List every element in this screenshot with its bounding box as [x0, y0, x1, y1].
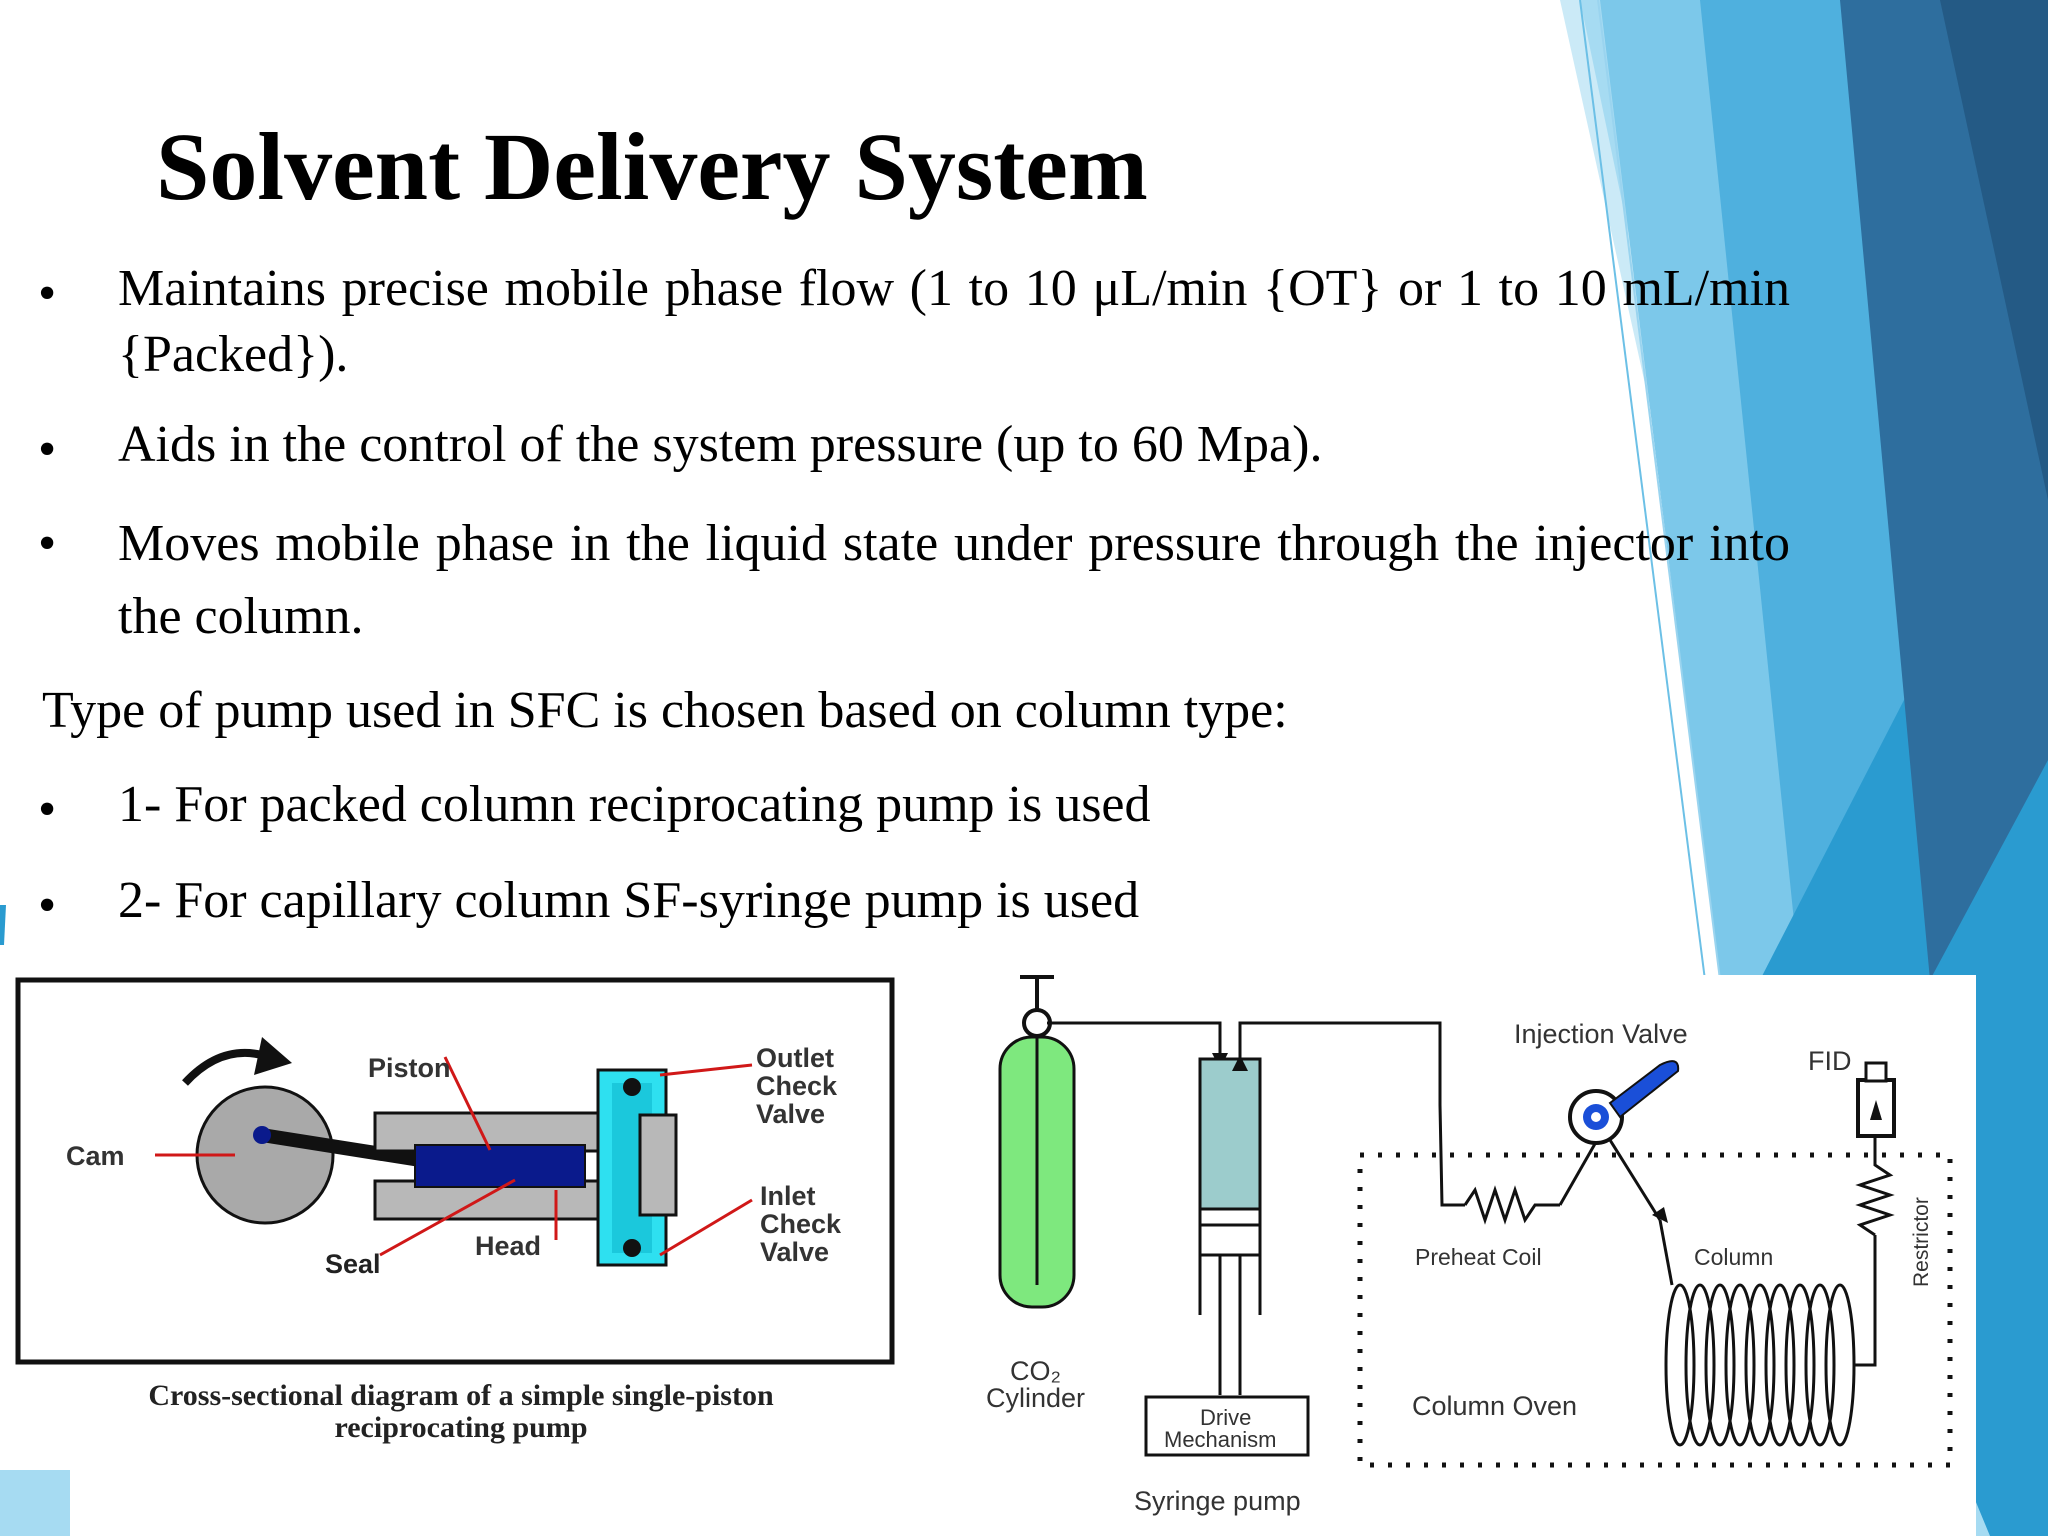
label-cam: Cam [66, 1141, 125, 1171]
label-co2: CO₂ [1010, 1356, 1061, 1386]
cam-arrow-head [254, 1037, 292, 1075]
label-column-oven: Column Oven [1412, 1391, 1577, 1421]
line-to-column [1608, 1139, 1662, 1221]
bullet-text-moves: Moves mobile phase in the liquid state u… [118, 515, 1790, 645]
label-inlet-2: Check [760, 1209, 842, 1239]
pump-outlet-line [1238, 1021, 1465, 1207]
bullet-marker: • [38, 265, 57, 322]
label-restrictor: Restrictor [1910, 1197, 1933, 1287]
pump-caption-line-2: reciprocating pump [334, 1411, 588, 1444]
drive-mechanism-box [1144, 1395, 1310, 1457]
bullet-text-packed-pump: 1- For packed column reciprocating pump … [118, 776, 1151, 833]
label-column: Column [1694, 1244, 1773, 1270]
connecting-rod [255, 1128, 427, 1167]
column-inlet [1658, 1219, 1674, 1286]
label-outlet-2: Check [756, 1071, 838, 1101]
bullet-text-pressure: Aids in the control of the system pressu… [118, 416, 1323, 473]
bullet-marker: • [38, 877, 57, 934]
sfc-system-diagram: CO₂ Cylinder Drive Mechanism Syringe pum… [920, 975, 1976, 1536]
syringe-barrel [1198, 1057, 1262, 1211]
outlet-check-ball [623, 1078, 641, 1096]
leader-piston [443, 1056, 492, 1151]
bg-line-1 [1579, 0, 1706, 981]
syringe-plunger [1198, 1207, 1262, 1227]
cylinder-regulator [1022, 1008, 1052, 1038]
bullet-marker: • [38, 421, 57, 478]
pump-figure-frame [15, 977, 895, 1365]
label-cylinder: Cylinder [986, 1383, 1085, 1413]
leader-inlet [659, 1198, 753, 1257]
syringe-body [1198, 1223, 1262, 1257]
fid-top [1864, 1061, 1888, 1083]
pump-head-block [638, 1113, 678, 1217]
bg-shape-dark-2 [1940, 0, 2048, 500]
label-outlet-1: Outlet [756, 1043, 834, 1073]
bullet-text-capillary-pump: 2- For capillary column SF-syringe pump … [118, 872, 1140, 929]
label-piston: Piston [368, 1053, 451, 1083]
label-drive: Drive [1200, 1405, 1251, 1430]
label-head: Head [475, 1231, 541, 1261]
label-preheat-coil: Preheat Coil [1415, 1244, 1542, 1270]
outlet-arrow-up [1232, 1055, 1248, 1071]
bg-shape-left-sliver [0, 905, 6, 945]
co2-feed-line [1047, 1021, 1222, 1059]
label-mechanism: Mechanism [1164, 1427, 1276, 1452]
column-arrow [1652, 1207, 1668, 1223]
pump-type-intro: Type of pump used in SFC is chosen based… [42, 682, 1288, 739]
label-inlet-1: Inlet [760, 1181, 816, 1211]
leader-seal [379, 1178, 516, 1257]
pump-caption-line-1: Cross-sectional diagram of a simple sing… [148, 1379, 774, 1412]
line-to-injector [1558, 1134, 1602, 1206]
label-syringe-pump: Syringe pump [1134, 1486, 1301, 1516]
injection-valve-center [1591, 1112, 1601, 1122]
label-fid: FID [1808, 1046, 1852, 1076]
bg-line-2 [1597, 0, 1721, 981]
bg-shape-bottom-left [0, 1470, 70, 1536]
restrictor [1855, 1135, 1895, 1237]
fid-flame-icon [1870, 1100, 1882, 1120]
bullet-text-flow: Maintains precise mobile phase flow (1 t… [118, 260, 1790, 384]
preheat-coil [1463, 1185, 1560, 1225]
cam-pin [253, 1126, 271, 1144]
bullet-marker: • [38, 515, 57, 572]
sfc-figure-background [920, 975, 1976, 1536]
leader-outlet [659, 1063, 753, 1077]
slide-title: Solvent Delivery System [156, 113, 1148, 220]
column-to-restrictor-line [1854, 1235, 1877, 1367]
label-injection-valve: Injection Valve [1514, 1019, 1688, 1049]
label-outlet-3: Valve [756, 1099, 825, 1129]
label-seal: Seal [325, 1249, 381, 1279]
label-inlet-3: Valve [760, 1237, 829, 1267]
inlet-check-ball [623, 1239, 641, 1257]
reciprocating-pump-diagram: Piston Cam Seal Head Outlet Check Valve … [0, 965, 920, 1465]
bullet-marker: • [38, 781, 57, 838]
cam-rotation-arrow-icon [182, 1048, 263, 1086]
piston [414, 1144, 586, 1188]
injection-valve-handle [1608, 1060, 1680, 1119]
